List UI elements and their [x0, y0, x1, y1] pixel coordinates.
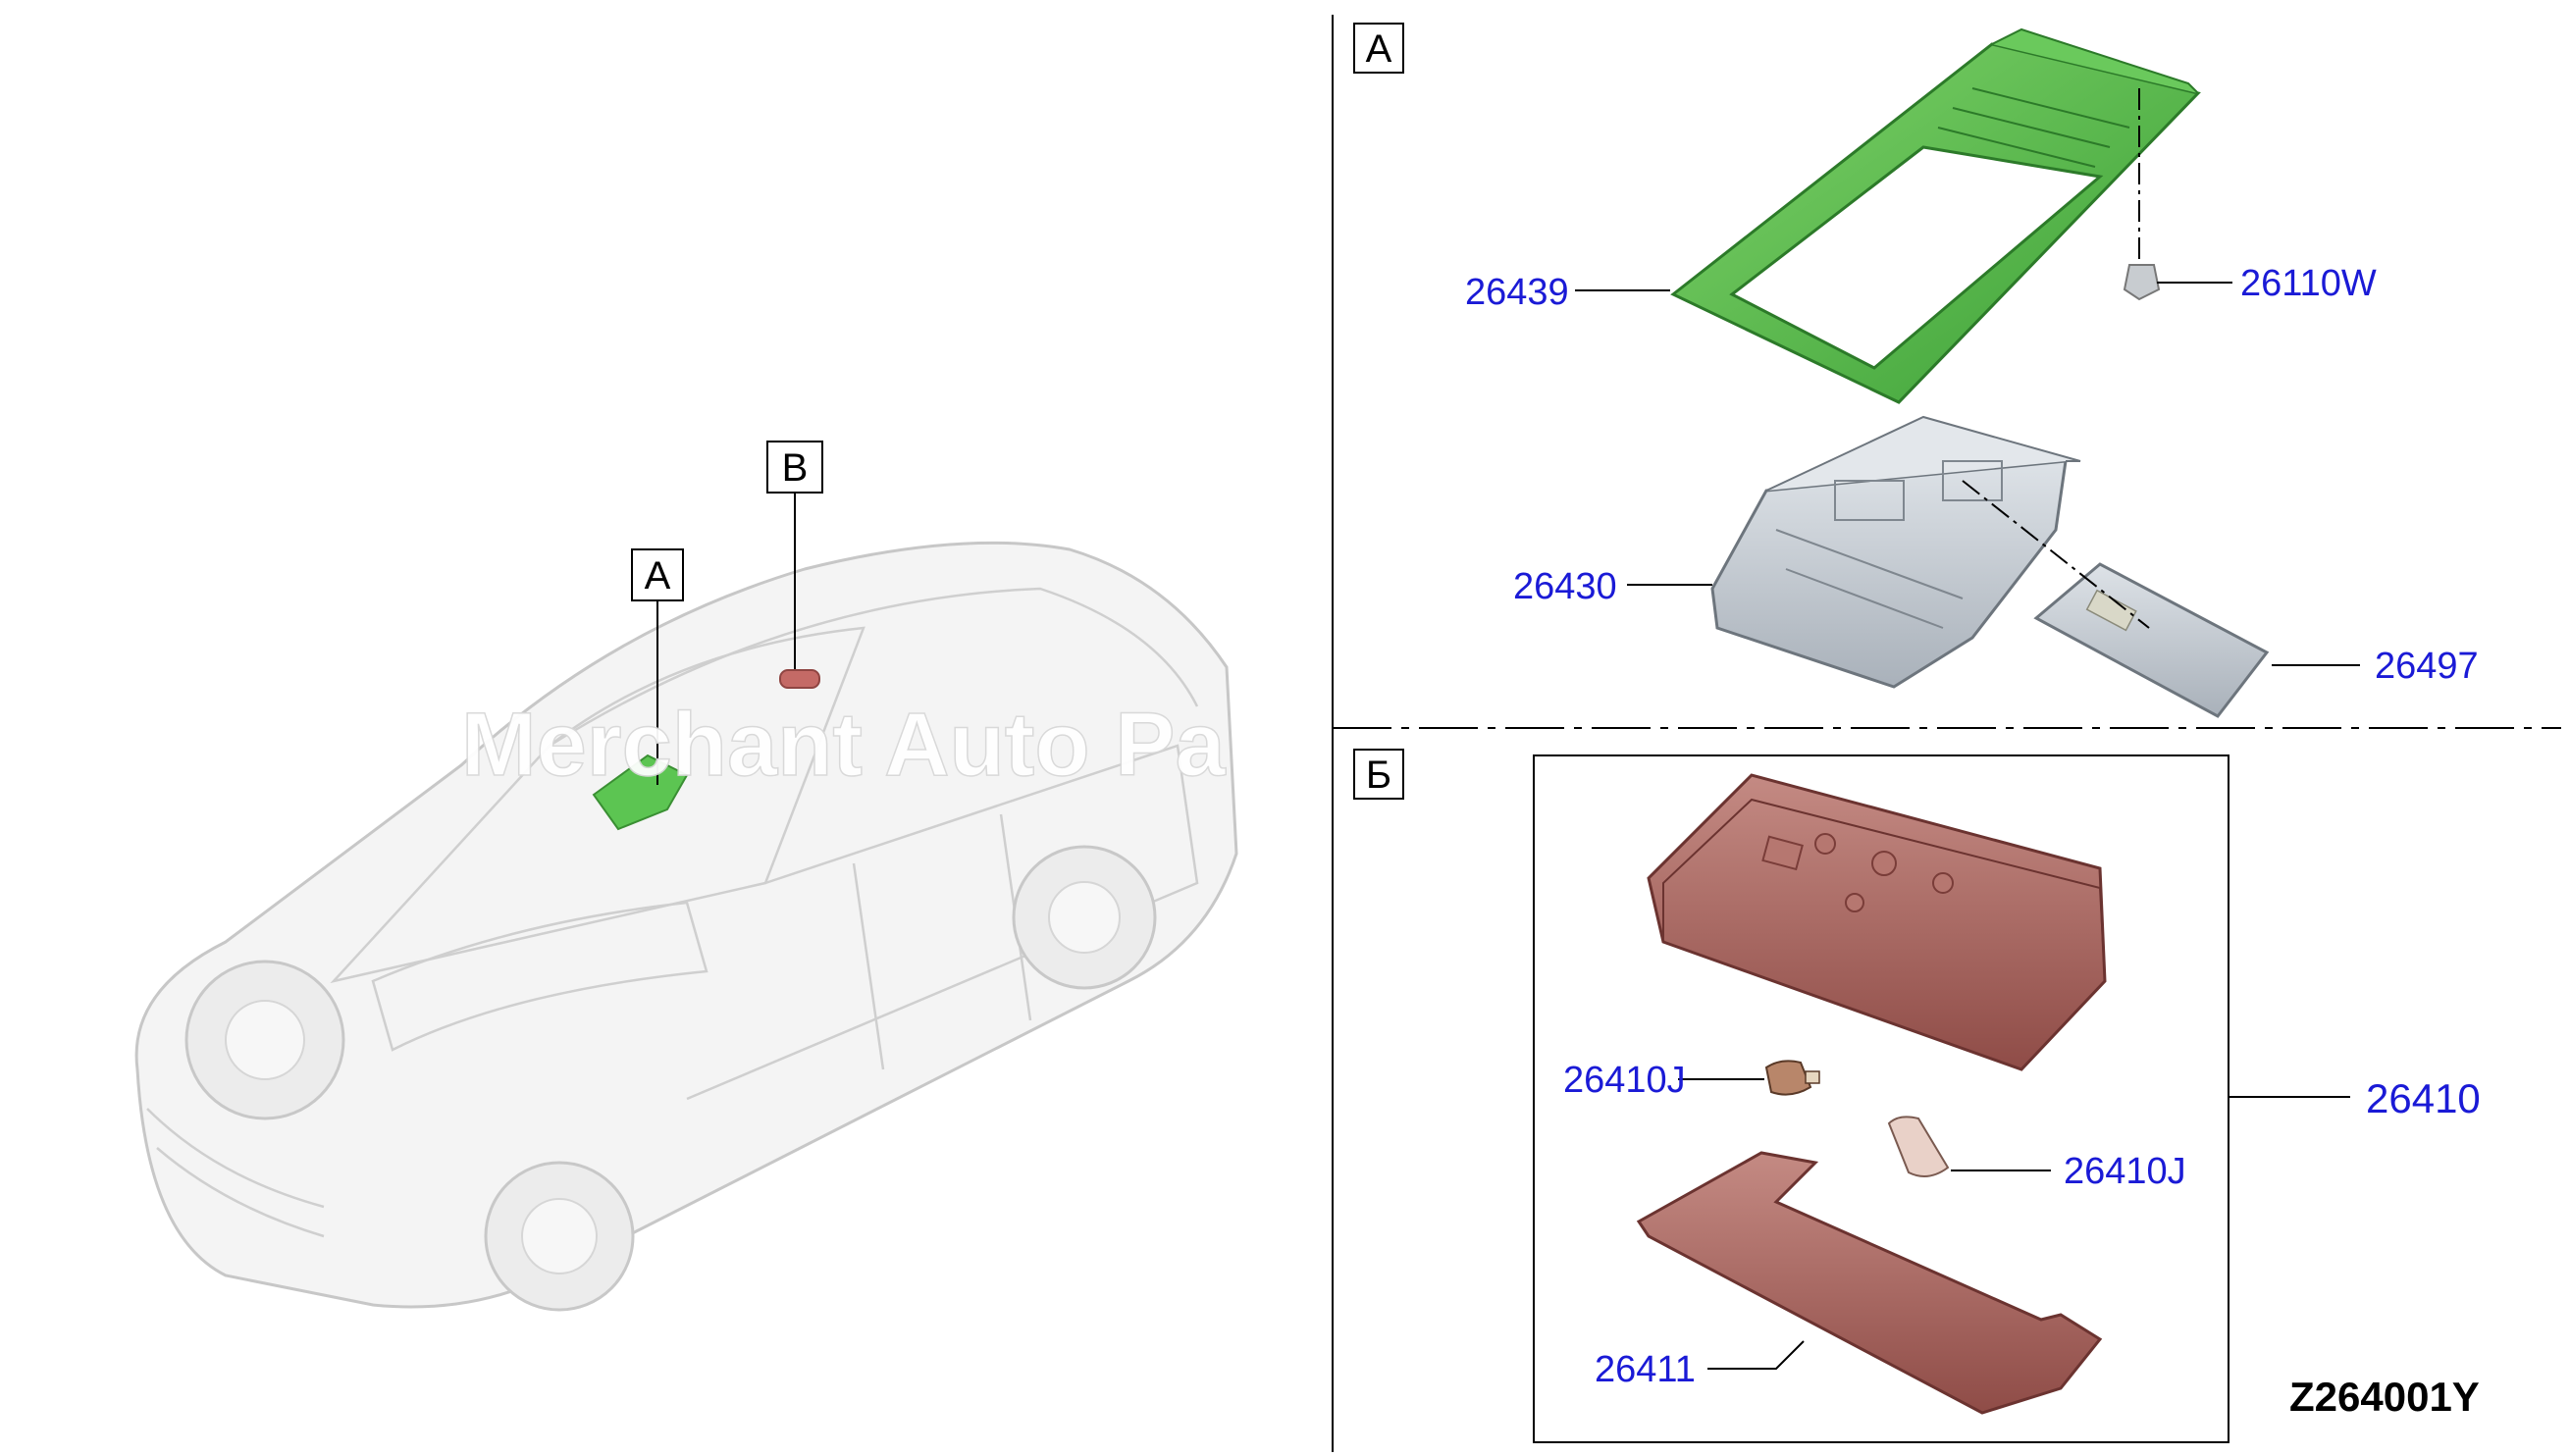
diagram-code: Z264001Y — [2289, 1374, 2480, 1420]
car-dash — [371, 901, 708, 1052]
section-a: A — [1353, 23, 2479, 718]
car-roof-line — [549, 587, 1199, 748]
clip-26110w — [2123, 264, 2161, 301]
watermark-text: Merchant Auto Pa — [461, 695, 1227, 795]
section-b: Б 26410J 264 — [1353, 749, 2481, 1443]
part-label-26411[interactable]: 26411 — [1595, 1349, 1696, 1390]
lens-dashed-guide — [1962, 480, 2150, 629]
lamp-housing — [1647, 773, 2107, 1071]
part-label-26410j-right[interactable]: 26410J — [2064, 1151, 2186, 1192]
car-callout-a-box[interactable] — [631, 548, 684, 601]
car-grille — [146, 1108, 325, 1238]
lamp-lens-26411 — [1636, 1151, 2103, 1415]
lens-26497 — [2033, 562, 2270, 718]
car-side-line — [686, 744, 1199, 1101]
car-wheel-hub — [1048, 881, 1121, 954]
car-windshield — [330, 626, 865, 984]
car-highlight-console-a — [592, 754, 689, 831]
part-label-26110w[interactable]: 26110W — [2240, 263, 2377, 304]
section-b-tag: Б — [1366, 754, 1391, 797]
part-label-26410[interactable]: 26410 — [2366, 1075, 2481, 1121]
housing-26430 — [1710, 415, 2081, 689]
part-label-26439[interactable]: 26439 — [1465, 272, 1569, 313]
car-wheel-hub — [225, 1000, 305, 1080]
car-highlight-lamp-b — [779, 669, 820, 689]
car-callout-b-label: B — [782, 446, 809, 490]
bulb-right — [1887, 1116, 1950, 1177]
car-body-outline — [134, 541, 1238, 1309]
car-wheel-hub — [521, 1198, 598, 1274]
leader-26411 — [1707, 1340, 1805, 1370]
part-label-26430[interactable]: 26430 — [1513, 566, 1617, 607]
section-a-tag-box[interactable] — [1353, 23, 1404, 74]
assembly-26410-frame — [1533, 754, 2229, 1443]
bracket-26439 — [1670, 27, 2201, 404]
part-label-26497[interactable]: 26497 — [2375, 646, 2479, 687]
section-b-tag-box[interactable] — [1353, 749, 1404, 800]
car-callout-a-label: A — [645, 554, 671, 598]
bulb-left — [1764, 1060, 1820, 1096]
car-callout-b-box[interactable] — [766, 441, 823, 494]
section-a-tag: A — [1366, 27, 1392, 71]
car-overview: A B Merchant Auto Pa — [134, 441, 1238, 1312]
part-label-26410j-left[interactable]: 26410J — [1563, 1060, 1686, 1101]
